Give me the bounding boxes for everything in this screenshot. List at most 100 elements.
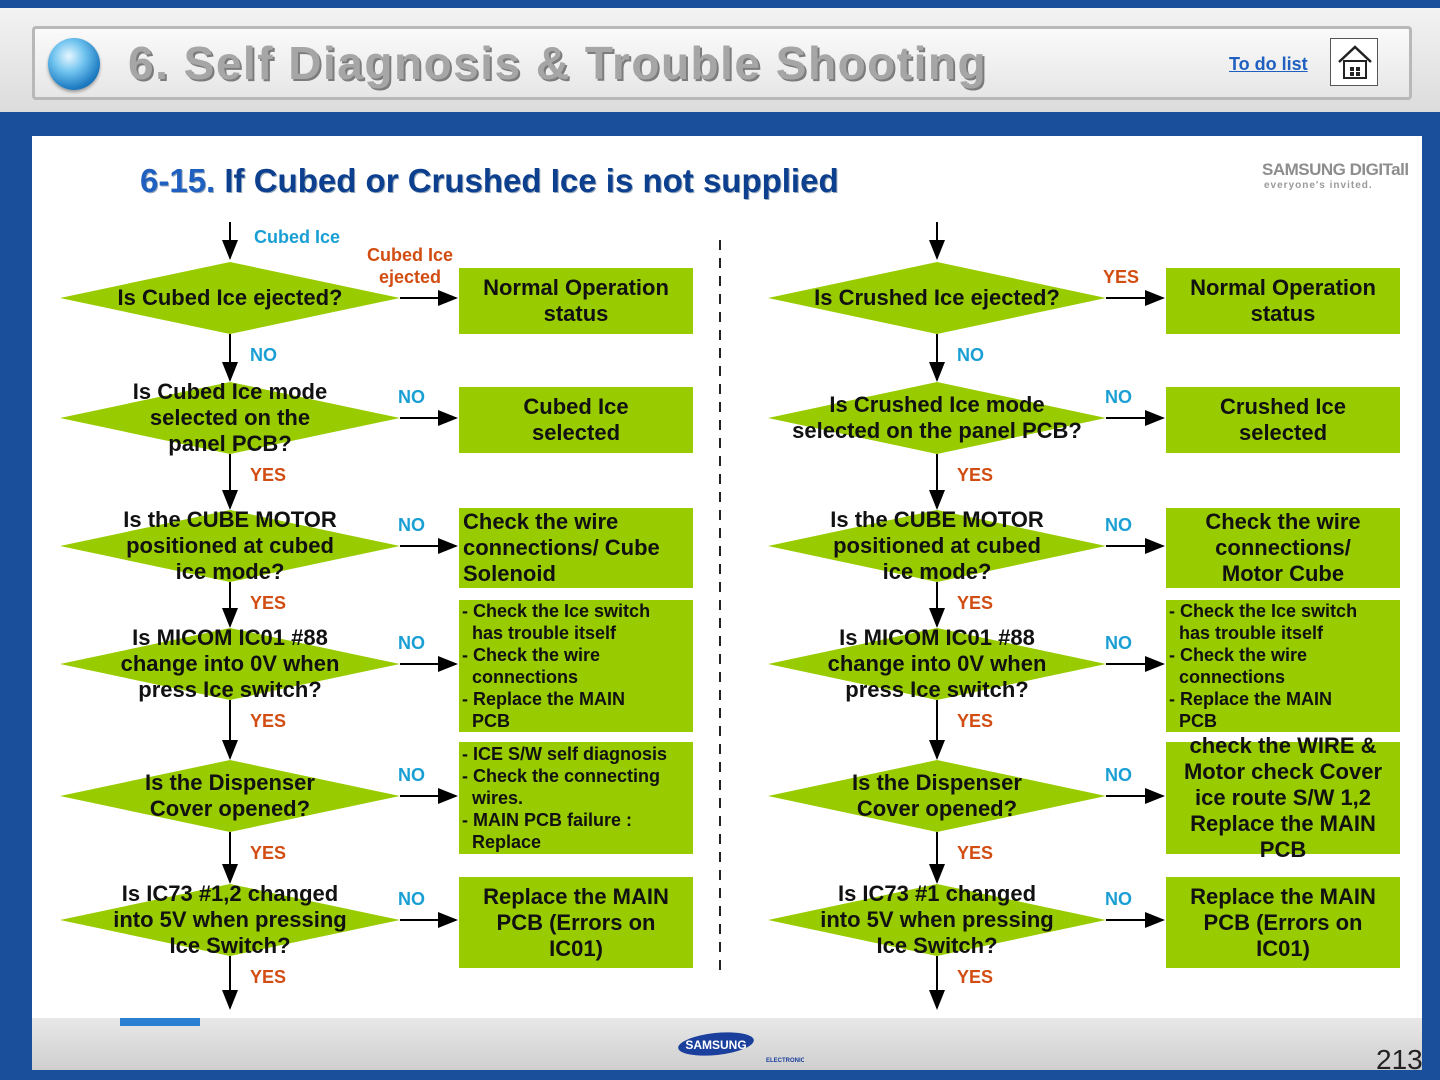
decision-text-line: Cover opened? [149,796,311,821]
down-label: YES [957,967,994,987]
decision-text-line: change into 0V when [120,651,340,676]
heading-number: 6-15. [140,162,216,199]
branch-label: NO [1105,633,1132,653]
decision-text-line: ice mode? [175,559,285,584]
decision-diamond [768,628,1106,700]
brand-line1: SAMSUNG DIGITall [1262,160,1409,179]
yes-label-top: YES [1103,267,1140,287]
decision-diamond [60,510,400,582]
entry-label: Cubed Ice [254,227,341,247]
result-text-line: status [543,301,609,326]
branch-label: NO [398,387,425,407]
decision-text-line: Is Cubed Ice ejected? [117,285,343,310]
down-label: NO [957,345,984,365]
decision-text-line: selected on the panel PCB? [792,418,1082,443]
decision-text-line: Is MICOM IC01 #88 [132,625,328,650]
branch-label: NO [1105,515,1132,535]
result-text-line: IC01) [1256,935,1310,961]
down-label: YES [250,465,287,485]
result-box: - Check the Ice switch has trouble itsel… [459,600,693,732]
result-text-line: Motor Cube [1221,561,1345,586]
decision-text-line: Ice Switch? [169,933,291,958]
decision-text-line: Is Crushed Ice mode [829,392,1045,417]
page-title: 6. Self Diagnosis & Trouble Shooting [128,37,988,89]
down-label: YES [250,967,287,987]
result-text-line: Check the wire [1205,509,1361,534]
decision-text-line: Is the CUBE MOTOR [123,507,337,532]
down-label: YES [250,843,287,863]
down-label: YES [957,593,994,613]
svg-text:ELECTRONICS: ELECTRONICS [766,1058,804,1064]
result-text-line: - Check the wire [1169,645,1308,665]
result-text-line: ice route S/W 1,2 [1194,785,1372,810]
decision-diamond [768,884,1106,956]
samsung-logo: SAMSUNG ELECTRONICS [678,1032,804,1064]
result-text-line: selected [1238,420,1328,445]
result-text-line: status [1250,301,1316,326]
yes-label-top-line: ejected [378,267,442,287]
decision-text-line: Is IC73 #1 changed [837,881,1037,906]
decision-text-line: positioned at cubed [833,533,1041,558]
result-text-line: Replace the MAIN [1190,811,1376,836]
decision-diamond [768,510,1106,582]
home-button[interactable] [1330,38,1378,86]
page-number: 213 [1376,1044,1423,1075]
result-text-line: - ICE S/W self diagnosis [462,744,668,764]
result-text-line: Solenoid [463,561,556,586]
decision-diamond [768,760,1106,832]
decision-diamond [60,628,400,700]
decision-text-line: ice mode? [882,559,992,584]
branch-label: NO [1105,387,1132,407]
decision-text-line: Is the CUBE MOTOR [830,507,1044,532]
result-box: - ICE S/W self diagnosis- Check the conn… [459,742,693,854]
home-icon [1338,45,1372,79]
result-text-line: has trouble itself [462,623,617,643]
decision-text-line: into 5V when pressing [113,907,347,932]
result-text-line: - Replace the MAIN [1169,689,1333,709]
yes-label-top-line: Cubed Ice [366,245,454,265]
todo-list-link[interactable]: To do list [1229,54,1308,74]
branch-label: NO [398,515,425,535]
decision-text: Is Cubed Ice ejected? [60,285,400,311]
result-text-line: - MAIN PCB failure : [462,810,633,830]
result-text-line: - Replace the MAIN [462,689,626,709]
decision-text: Is Crushed Ice ejected? [767,285,1107,311]
result-text-line: PCB (Errors on [1203,909,1363,935]
decision-diamond [768,262,1106,334]
decision-text-line: press Ice switch? [138,677,322,702]
decision-diamond [60,884,400,956]
result-text: - Check the Ice switch has trouble itsel… [1169,600,1357,732]
result-text-line: Cubed Ice [523,394,629,419]
brand-line2: everyone's invited. [1264,180,1373,191]
result-text-line: - Check the connecting [462,766,661,786]
branch-label: NO [398,765,425,785]
result-box: - Check the Ice switch has trouble itsel… [1166,600,1400,732]
footer-accent [120,1018,200,1026]
section-heading: 6-15. If Cubed or Crushed Ice is not sup… [140,162,839,200]
result-text-line: connections [1169,667,1286,687]
decision-text-line: Is the Dispenser [145,770,315,795]
globe-icon [48,38,100,90]
decision-text-line: Is Crushed Ice ejected? [814,285,1060,310]
result-text-line: PCB [462,711,511,731]
result-text-line: PCB [1169,711,1218,731]
result-text-line: Check the wire [463,509,619,534]
result-text-line: Normal Operation [483,275,669,300]
